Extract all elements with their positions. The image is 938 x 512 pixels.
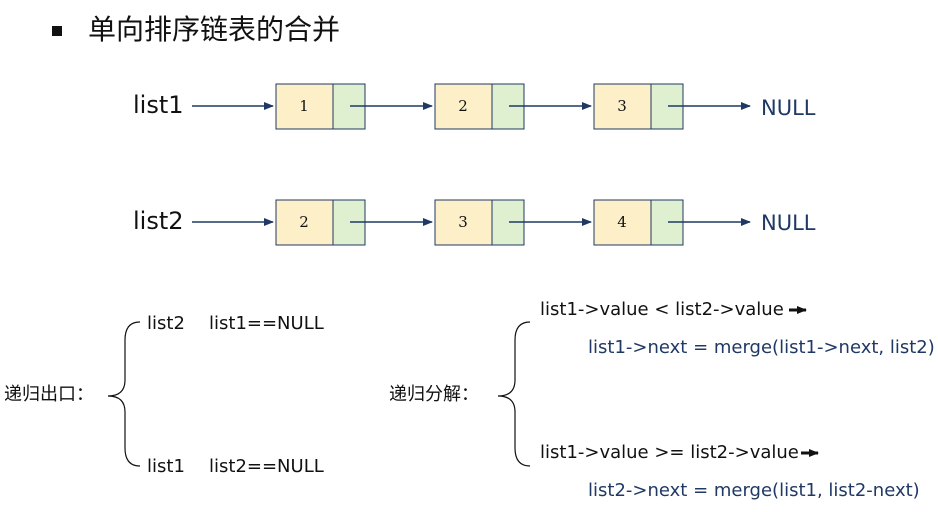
list2-node-1-value-cell	[275, 199, 334, 246]
list1-node-2-value: 2	[458, 97, 468, 115]
bullet-square	[52, 26, 62, 36]
exit-case-1-result: list2	[147, 313, 185, 334]
exit-case-2-result: list1	[147, 456, 185, 477]
list2-node-1-value: 2	[299, 213, 309, 231]
list2-node-3-value-cell	[593, 199, 652, 246]
list1-node-3-value: 3	[617, 97, 627, 115]
exit-case-1-condition: list1==NULL	[209, 313, 324, 334]
decompose-case-1-condition: list1->value < list2->value	[540, 299, 784, 320]
list2-label: list2	[133, 207, 184, 235]
exit-case-2-condition: list2==NULL	[209, 456, 324, 477]
list1-node-1-value: 1	[299, 97, 309, 115]
page-title: 单向排序链表的合并	[88, 13, 341, 46]
recursion-decompose-label: 递归分解：	[389, 384, 479, 405]
decompose-case-1-action: list1->next = merge(list1->next, list2)	[588, 337, 935, 358]
list1-node-2-value-cell	[434, 83, 493, 130]
decompose-case-2-action: list2->next = merge(list1, list2-next)	[588, 480, 920, 501]
list1-label: list1	[133, 91, 184, 119]
recursion-exit-brace	[107, 321, 141, 467]
list2-node-2-value-cell	[434, 199, 493, 246]
decompose-case-2-condition: list1->value >= list2->value	[540, 442, 799, 463]
recursion-exit-label: 递归出口：	[4, 384, 94, 405]
list1-null-label: NULL	[761, 96, 816, 120]
recursion-decompose-brace	[497, 321, 531, 467]
list1-node-3-value-cell	[593, 83, 652, 130]
list1-node-1-value-cell	[275, 83, 334, 130]
list2-node-2-value: 3	[458, 213, 468, 231]
list2-node-3-value: 4	[617, 213, 627, 231]
list2-null-label: NULL	[761, 211, 816, 235]
